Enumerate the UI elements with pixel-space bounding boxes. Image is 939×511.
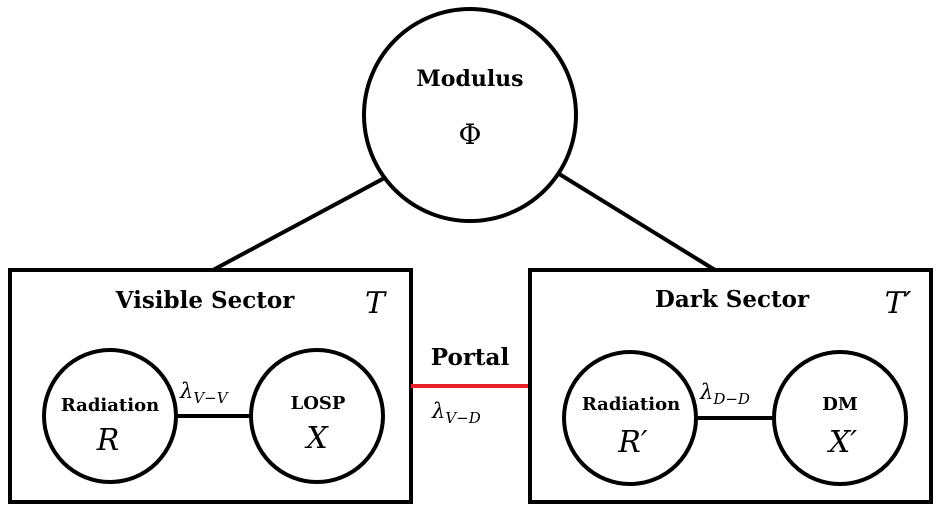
visible-losp-label: LOSP (291, 393, 346, 414)
visible-radiation-node: Radiation R (42, 348, 178, 484)
modulus-to-visible-line (212, 173, 391, 272)
visible-losp-node: LOSP X (249, 348, 385, 484)
portal-label: Portal (431, 344, 510, 371)
dark-dm-label: DM (822, 394, 858, 415)
visible-sector-title: Visible Sector (115, 287, 296, 314)
dark-sector-box: Dark Sector T′ λD−D Radiation R′ DM X′ (528, 268, 933, 504)
modulus-node: Modulus Φ (362, 7, 578, 223)
visible-sector-box: Visible Sector T λV−V Radiation R LOSP X (8, 268, 413, 504)
visible-radiation-label: Radiation (61, 395, 159, 416)
visible-sector-temperature: T (365, 286, 387, 321)
dark-radiation-node: Radiation R′ (562, 350, 698, 486)
visible-radiation-symbol: R (96, 423, 120, 458)
modulus-title: Modulus (416, 66, 523, 92)
dark-dm-symbol: X′ (827, 425, 857, 460)
modulus-symbol: Φ (459, 118, 482, 151)
dark-dm-node: DM X′ (772, 350, 908, 486)
dark-radiation-symbol: R′ (617, 425, 648, 460)
modulus-to-dark-line (554, 170, 717, 272)
visible-losp-symbol: X (304, 421, 329, 456)
dark-sector-title: Dark Sector (655, 286, 810, 313)
portal-coupling-label: λV−D (431, 399, 481, 427)
portal-connection: Portal λV−D (411, 344, 532, 427)
dark-coupling-label: λD−D (699, 380, 750, 408)
visible-coupling-label: λV−V (179, 379, 230, 407)
dark-radiation-label: Radiation (582, 394, 680, 415)
dark-sector-temperature: T′ (885, 286, 912, 321)
